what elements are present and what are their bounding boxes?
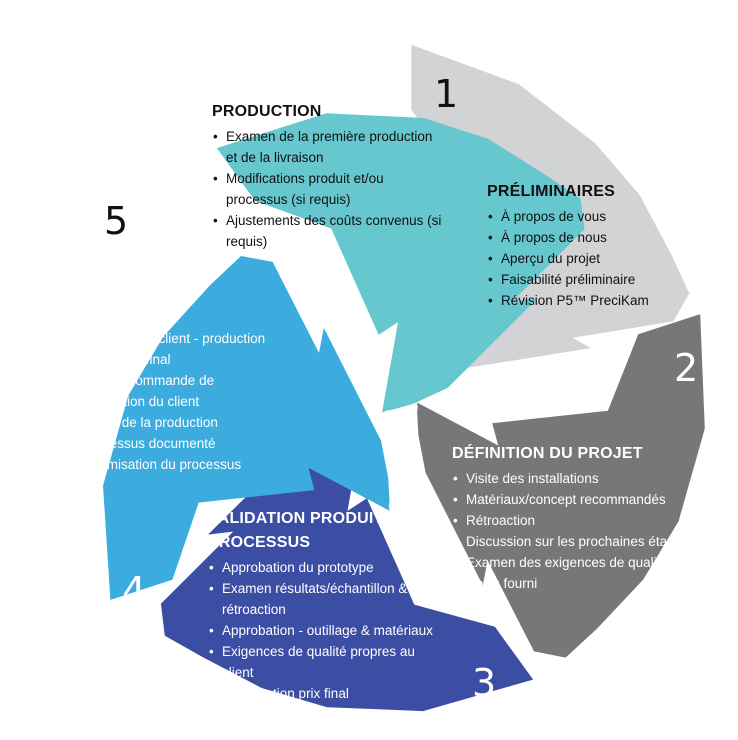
production-list: Examen de la première production et de l…	[212, 126, 444, 252]
list-item: À propos de vous	[487, 206, 702, 227]
list-item: Rétroaction	[452, 510, 704, 531]
definition-list: Visite des installations Matériaux/conce…	[452, 468, 704, 594]
production-title: PRODUCTION	[212, 103, 322, 120]
list-item: Bon de commande de production du client	[68, 370, 278, 412]
list-item: À propos de nous	[487, 227, 702, 248]
preliminaires-list: À propos de vous À propos de nous Aperçu…	[487, 206, 702, 311]
list-item: Faisabilité préliminaire	[487, 269, 702, 290]
list-item: Processus documenté	[68, 433, 278, 454]
preliminaires-panel: PRÉLIMINAIRES À propos de vous À propos …	[487, 180, 702, 311]
list-item: Approbation - outillage & matériaux	[208, 620, 448, 641]
production-panel: PRODUCTION Examen de la première product…	[212, 100, 444, 252]
list-item: Aperçu du projet	[487, 248, 702, 269]
validation-title: VALIDATION PRODUIT & PROCESSUS	[208, 510, 400, 551]
list-item: Examen de la première production et de l…	[212, 126, 444, 168]
list-item: Début de la production	[68, 412, 278, 433]
stage-number-5: 5	[104, 199, 129, 243]
list-item: Révision P5™ PreciKam	[487, 290, 702, 311]
list-item: Approbation client - production du produ…	[68, 328, 278, 370]
validation-panel: VALIDATION PRODUIT & PROCESSUS Approbati…	[208, 507, 448, 704]
list-item: Matériaux/concept recommandés	[452, 489, 704, 510]
stage-number-3: 3	[472, 661, 497, 705]
list-item: Exigences de qualité propres au client	[208, 641, 448, 683]
validation-list: Approbation du prototype Examen résultat…	[208, 557, 448, 704]
list-item: Approbation du prototype	[208, 557, 448, 578]
list-item: Optimisation du processus	[68, 454, 278, 475]
stage-number-4: 4	[122, 569, 147, 613]
lancement-panel: LANCEMENT Approbation client - productio…	[68, 302, 278, 475]
list-item: Devis fourni	[452, 573, 704, 594]
lancement-title: LANCEMENT	[68, 305, 171, 322]
list-item: Examen résultats/échantillon & rétroacti…	[208, 578, 448, 620]
preliminaires-title: PRÉLIMINAIRES	[487, 183, 615, 200]
lancement-list: Approbation client - production du produ…	[68, 328, 278, 475]
list-item: Examen des exigences de qualité	[452, 552, 704, 573]
stage-number-1: 1	[434, 72, 459, 116]
definition-panel: DÉFINITION DU PROJET Visite des installa…	[452, 442, 704, 594]
list-item: Approbation prix final	[208, 683, 448, 704]
list-item: Visite des installations	[452, 468, 704, 489]
list-item: Modifications produit et/ou processus (s…	[212, 168, 444, 210]
list-item: Discussion sur les prochaines étapes	[452, 531, 704, 552]
stage-number-2: 2	[674, 346, 699, 390]
list-item: Ajustements des coûts convenus (si requi…	[212, 210, 444, 252]
definition-title: DÉFINITION DU PROJET	[452, 445, 643, 462]
